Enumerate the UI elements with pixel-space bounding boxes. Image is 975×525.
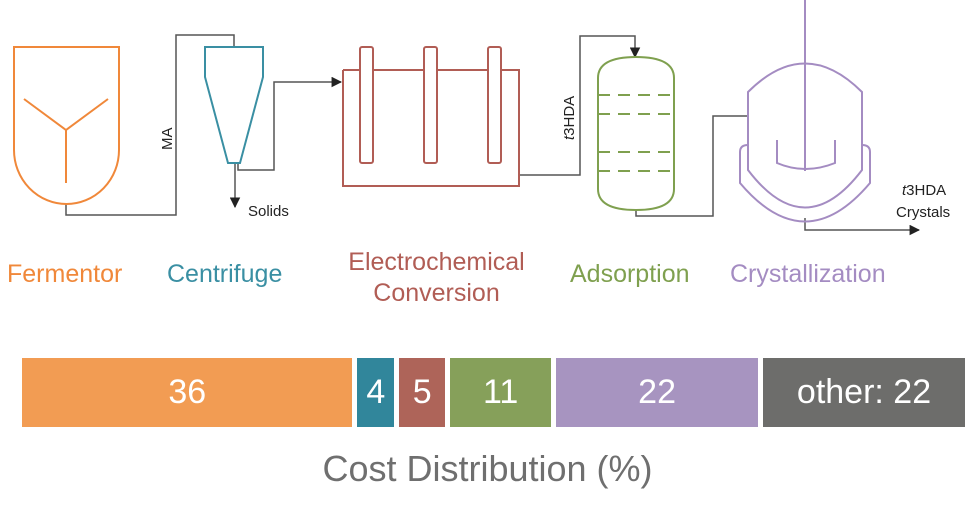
cost-segment: 36 — [22, 358, 353, 427]
unit-label-electrochemical-line1: Electrochemical — [348, 248, 525, 276]
stream-label-t3hda-crystals-line1: t3HDA — [902, 182, 946, 199]
stream-label-t3hda-crystals-line2: Crystals — [896, 204, 950, 221]
stream-label-t3hda: t3HDA — [561, 96, 578, 140]
unit-label-fermentor: Fermentor — [7, 260, 123, 288]
pipe-electrochem-to-adsorption — [519, 35, 641, 176]
electrochemical-cell-icon — [342, 46, 520, 187]
stream-label-solids: Solids — [248, 203, 289, 220]
unit-label-centrifuge: Centrifuge — [167, 260, 283, 288]
stream-label-ma: MA — [159, 128, 176, 151]
cost-segment: 11 — [450, 358, 552, 427]
process-flow-diagram: MA Solids t3HDA t3HDA Crystals — [13, 0, 950, 236]
unit-label-adsorption: Adsorption — [570, 260, 690, 288]
pipe-adsorption-to-crystallizer — [635, 115, 748, 217]
cost-segment: 22 — [556, 358, 759, 427]
unit-label-electrochemical: Electrochemical Conversion — [334, 248, 539, 308]
unit-label-crystallization: Crystallization — [730, 260, 886, 288]
cost-segment: other: 22 — [763, 358, 965, 427]
cost-distribution-title: Cost Distribution (%) — [322, 448, 653, 489]
unit-label-electrochemical-line2: Conversion — [373, 279, 500, 307]
pipe-fermentor-to-centrifuge — [65, 34, 235, 216]
centrifuge-icon — [204, 46, 264, 164]
cost-segment: 4 — [357, 358, 395, 427]
crystallizer-icon — [739, 0, 871, 223]
pipe-centrifuge-to-electrochem — [237, 76, 343, 171]
adsorption-column-icon — [597, 55, 675, 212]
fermentor-icon — [13, 46, 120, 205]
cost-segment: 5 — [399, 358, 446, 427]
